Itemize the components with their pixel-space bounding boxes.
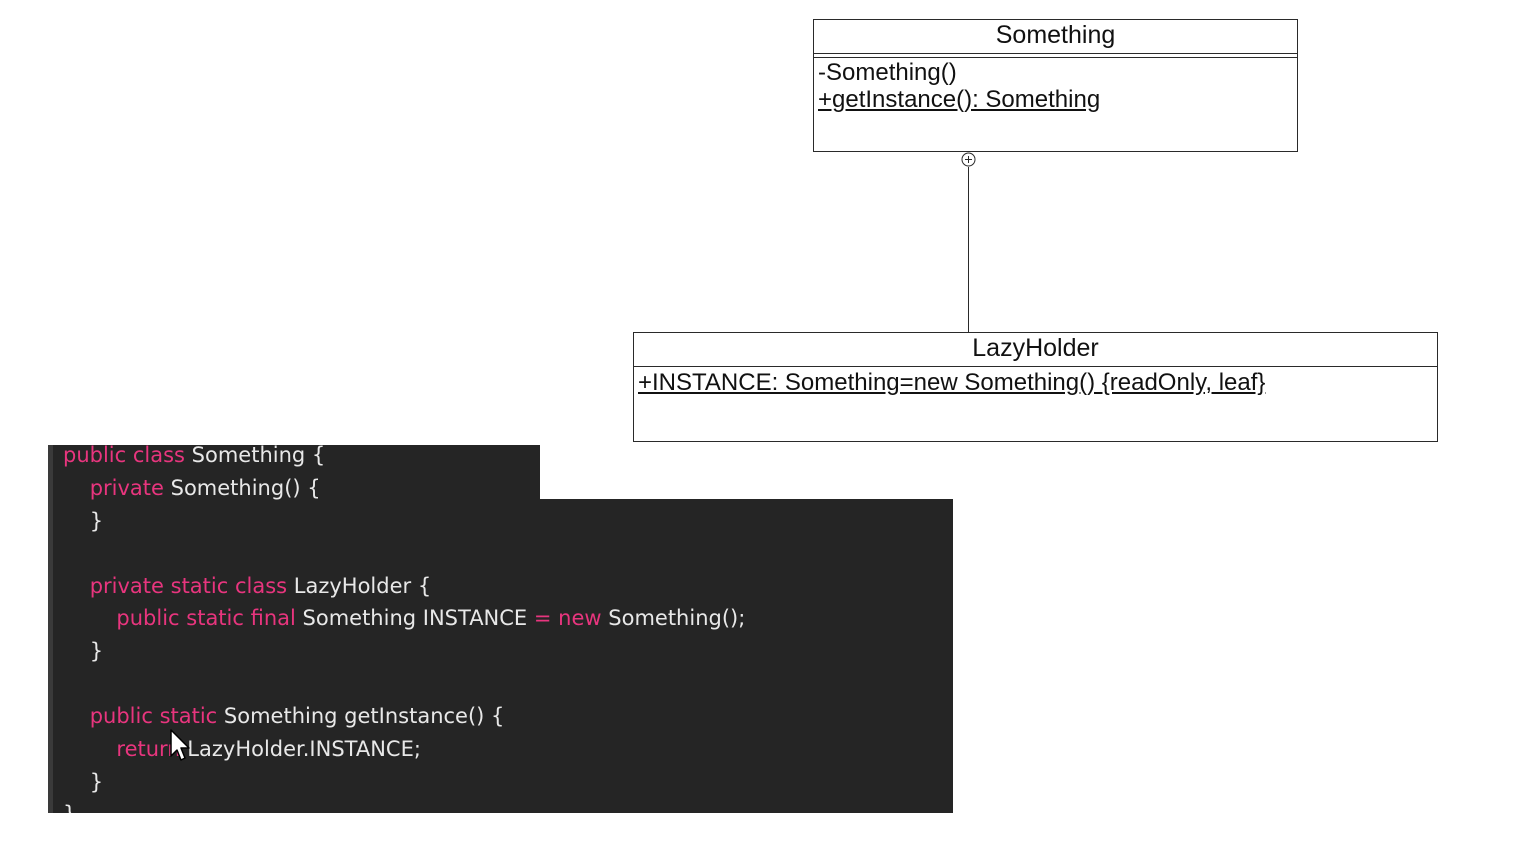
operation-getinstance: +getInstance(): Something: [818, 86, 1101, 113]
code-line: private static class LazyHolder {: [89, 574, 432, 598]
code-line: }: [89, 639, 104, 663]
attribute-compartment: +INSTANCE: Something=new Something() {re…: [634, 367, 1437, 396]
code-background: [48, 499, 953, 813]
code-line: public class Something {: [63, 443, 326, 467]
class-name: Something: [814, 20, 1297, 54]
code-line: return LazyHolder.INSTANCE;: [116, 737, 421, 761]
code-line: }: [89, 509, 104, 533]
code-gutter: [48, 445, 53, 813]
attribute-instance: +INSTANCE: Something=new Something() {re…: [638, 369, 1266, 396]
mouse-cursor-icon: [170, 729, 190, 761]
code-line: }: [89, 770, 104, 794]
code-background: [48, 445, 540, 500]
class-name: LazyHolder: [634, 333, 1437, 367]
operation-constructor: -Something(): [818, 59, 957, 86]
operation-compartment: -Something() +getInstance(): Something: [814, 58, 1297, 113]
attribute-compartment: [814, 54, 1297, 58]
nesting-connector: [968, 167, 969, 332]
code-line: }: [63, 799, 76, 813]
uml-class-something: Something -Something() +getInstance(): S…: [813, 19, 1298, 152]
nesting-anchor-icon: [961, 152, 976, 167]
code-snippet: public class Something { private Somethi…: [48, 443, 953, 813]
code-line: private Something() {: [89, 476, 321, 500]
uml-class-lazyholder: LazyHolder +INSTANCE: Something=new Some…: [633, 332, 1438, 442]
code-line: public static final Something INSTANCE =…: [116, 606, 746, 630]
code-line: public static Something getInstance() {: [89, 704, 505, 728]
